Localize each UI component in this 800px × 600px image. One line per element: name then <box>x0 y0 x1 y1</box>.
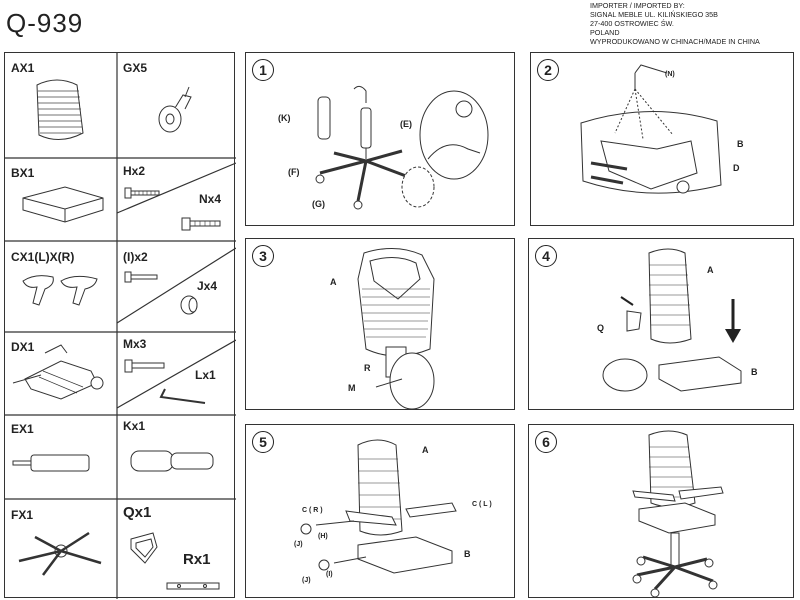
screw-i-icon <box>124 271 158 283</box>
assembled-chair-drawing <box>632 430 724 598</box>
part-label-bx: BX1 <box>11 166 35 180</box>
part-label-cx: CX1(L)X(R) <box>11 250 75 264</box>
part-label-q: Qx1 <box>123 504 152 521</box>
cover-k-icon <box>130 450 214 472</box>
importer-info: IMPORTER / IMPORTED BY: SIGNAL MEBLE UL.… <box>590 1 760 46</box>
step-5-panel: 5 A C ( R ) C ( L ) (J) (H) (J) (I) B <box>245 424 515 598</box>
step-3-panel: 3 A R M <box>245 238 515 410</box>
importer-line: 27-400 OSTROWIEC ŚW. <box>590 19 674 28</box>
label-d: D <box>733 163 740 173</box>
importer-line: POLAND <box>590 28 620 37</box>
backrest-attach-drawing <box>357 248 435 410</box>
step-number: 2 <box>537 59 559 81</box>
label-b: B <box>464 549 471 559</box>
caster-icon <box>158 86 192 133</box>
label-a: A <box>422 445 429 455</box>
label-a: A <box>707 265 714 275</box>
label-q: Q <box>597 323 605 333</box>
part-label-j: Jx4 <box>197 279 218 293</box>
step-6-panel: 6 <box>528 424 794 598</box>
hex-key-icon <box>159 388 206 404</box>
parts-list: AX1 GX5 BX1 Hx2 Nx4 CX1(L)X(R) (I)x2 Jx4… <box>4 52 236 599</box>
part-label-l: Lx1 <box>195 368 216 382</box>
armrest-icon <box>22 275 98 306</box>
label-m: M <box>348 383 356 393</box>
step-4-panel: 4 A Q B <box>528 238 794 410</box>
part-label-n: Nx4 <box>199 192 222 206</box>
bolt-m-icon <box>124 359 165 373</box>
model-title: Q-939 <box>6 8 84 38</box>
step-2-panel: 2 (N) B D <box>530 52 794 226</box>
part-label-gx: GX5 <box>123 61 148 75</box>
label-cl: C ( L ) <box>472 501 492 508</box>
step-1-panel: 1 (K) (E) (F) (G) <box>245 52 515 226</box>
step-number: 5 <box>252 431 274 453</box>
part-label-i: (I)x2 <box>123 250 148 264</box>
step-number: 6 <box>535 431 557 453</box>
label-e: (E) <box>400 119 412 129</box>
base-assembly-drawing <box>315 85 489 210</box>
step-number: 3 <box>252 245 274 267</box>
label-g: (G) <box>312 199 325 209</box>
parts-grid-lines <box>5 53 236 599</box>
part-label-r: Rx1 <box>183 551 211 568</box>
step-number: 1 <box>252 59 274 81</box>
step-number: 4 <box>535 245 557 267</box>
label-b: B <box>751 367 758 377</box>
label-j2: (J) <box>302 577 311 584</box>
label-k: (K) <box>278 113 291 123</box>
plate-r-icon <box>166 582 220 590</box>
label-n: (N) <box>665 71 675 78</box>
cap-j-icon <box>180 295 198 315</box>
part-label-ax: AX1 <box>11 61 35 75</box>
part-label-h: Hx2 <box>123 164 146 178</box>
armrest-attach-drawing <box>300 439 457 574</box>
importer-line: WYPRODUKOWANO W CHINACH/MADE IN CHINA <box>590 37 760 46</box>
gas-lift-icon <box>12 454 90 472</box>
part-q-icon <box>130 532 158 564</box>
label-r: R <box>364 363 371 373</box>
importer-line: SIGNAL MEBLE UL. KILIŃSKIEGO 35B <box>590 10 718 19</box>
backrest-to-seat-drawing <box>602 248 742 392</box>
mechanism-attach-drawing <box>580 64 722 194</box>
bolt-n-icon <box>181 217 221 231</box>
screw-h-icon <box>124 187 160 199</box>
mechanism-icon <box>12 344 104 400</box>
part-label-k: Kx1 <box>123 419 146 433</box>
label-h: (H) <box>318 533 328 540</box>
part-label-m: Mx3 <box>123 337 147 351</box>
star-base-icon <box>18 531 102 576</box>
label-i: (I) <box>326 571 333 578</box>
label-b: B <box>737 139 744 149</box>
part-label-ex: EX1 <box>11 422 34 436</box>
part-label-fx: FX1 <box>11 508 34 522</box>
importer-line: IMPORTER / IMPORTED BY: <box>590 1 685 10</box>
label-a: A <box>330 277 337 287</box>
label-j1: (J) <box>294 541 303 548</box>
label-cr: C ( R ) <box>302 507 323 514</box>
backrest-icon <box>36 79 84 140</box>
seat-icon <box>22 186 104 223</box>
label-f: (F) <box>288 167 300 177</box>
part-label-dx: DX1 <box>11 340 35 354</box>
